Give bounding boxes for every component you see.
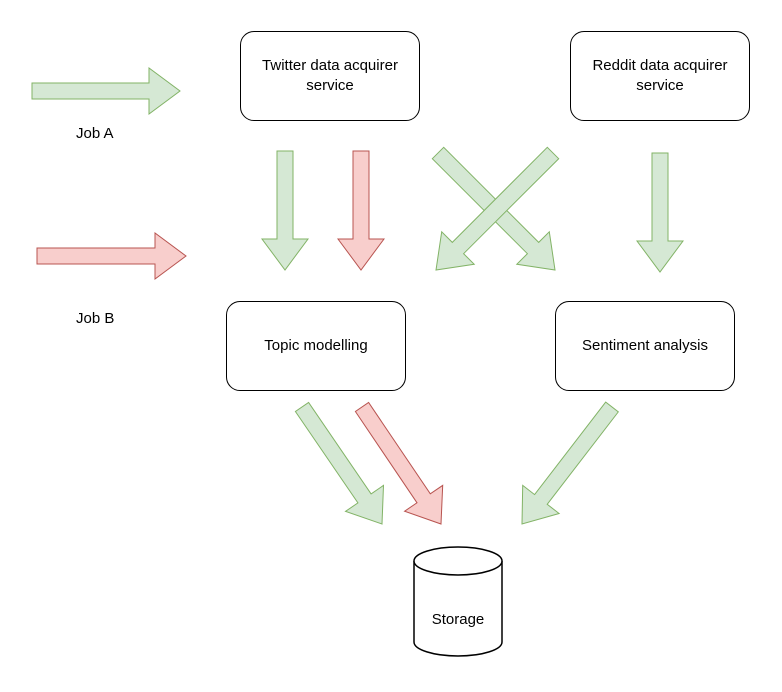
arrow-layer [31, 67, 684, 525]
sentiment-analysis-label: Sentiment analysis [582, 336, 708, 354]
reddit-acquirer-node[interactable]: Reddit data acquirer service [570, 31, 750, 121]
sentiment-analysis-node[interactable]: Sentiment analysis [555, 301, 735, 391]
topic-modelling-label: Topic modelling [264, 336, 368, 354]
storage-cylinder-icon [413, 546, 503, 657]
twitter-acquirer-label: Twitter data acquirer service [262, 56, 398, 94]
twitter-acquirer-node[interactable]: Twitter data acquirer service [240, 31, 420, 121]
topic-modelling-node[interactable]: Topic modelling [226, 301, 406, 391]
edge-twitter-topic-job-a [261, 150, 309, 271]
edge-reddit-sentiment-job-a [636, 152, 684, 273]
edge-topic-storage-job-a [294, 401, 385, 525]
legend-job-b-label: Job B [76, 310, 115, 327]
edge-reddit-topic-job-a [435, 146, 560, 271]
edge-twitter-topic-job-b [337, 150, 385, 271]
legend-job-a-arrow [31, 67, 181, 115]
edge-sentiment-storage-job-a [521, 401, 619, 525]
edge-topic-storage-job-b [354, 401, 444, 525]
legend-job-a-label: Job A [76, 125, 114, 142]
legend-job-b-arrow [36, 232, 187, 280]
reddit-acquirer-label: Reddit data acquirer service [592, 56, 728, 94]
storage-label: Storage [431, 611, 485, 628]
